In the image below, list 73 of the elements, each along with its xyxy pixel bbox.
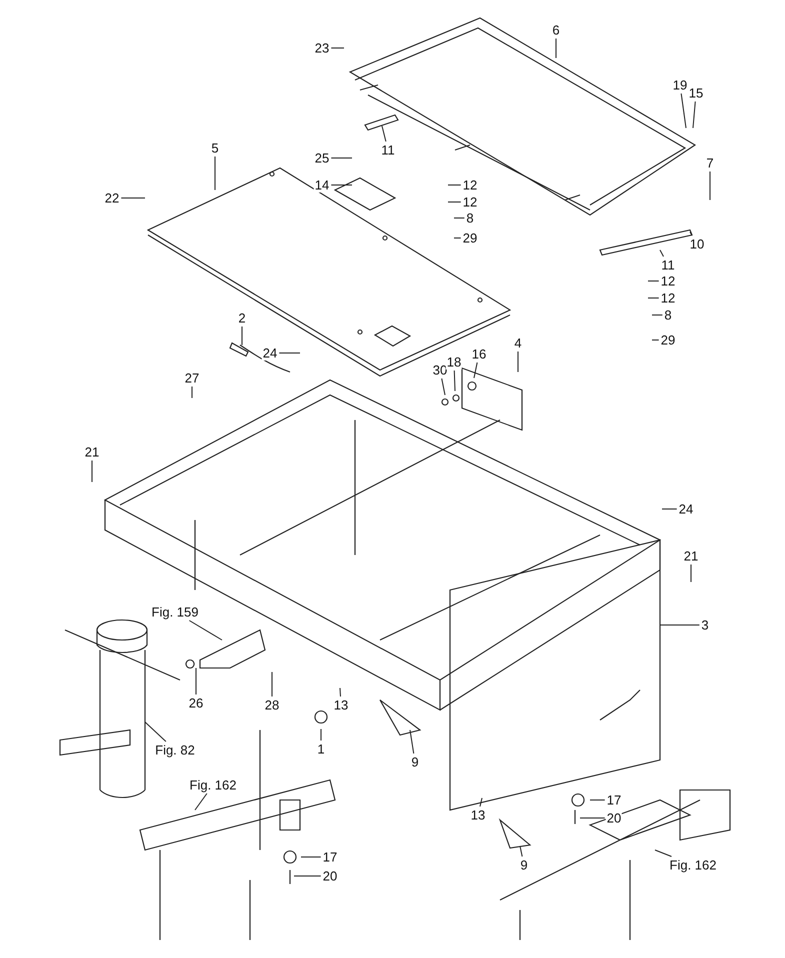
callout-number: 24 — [678, 502, 694, 516]
leader-line — [654, 850, 672, 857]
callout-number: 20 — [322, 868, 338, 884]
callout-number: Fig. 159 — [150, 604, 200, 620]
callout-number: 14 — [314, 178, 330, 192]
leader-line — [662, 508, 678, 510]
callout-number: 30 — [432, 362, 448, 378]
callout-number: 20 — [606, 810, 622, 826]
callout-number: 10 — [688, 236, 706, 252]
callout-number: 19 — [672, 78, 688, 92]
callout-number: 3 — [700, 618, 710, 632]
leader-line — [660, 624, 700, 626]
callout-number: 29 — [462, 230, 478, 246]
callout-number: 17 — [606, 792, 622, 808]
leader-line — [278, 352, 300, 354]
callout-number: 18 — [446, 354, 462, 370]
callout-number: 24 — [262, 346, 278, 360]
callout-number: 12 — [660, 274, 676, 288]
leader-line — [690, 564, 692, 582]
callout-number: 29 — [660, 332, 676, 348]
callout-number: 11 — [380, 142, 396, 158]
callout-number: 23 — [314, 40, 330, 56]
callout-number: 11 — [660, 258, 676, 272]
callout-number: Fig. 82 — [154, 742, 196, 758]
leader-line — [652, 314, 663, 316]
leader-line — [474, 362, 478, 378]
leader-line — [188, 620, 222, 640]
callout-number: 21 — [682, 548, 700, 564]
callout-number: 8 — [663, 308, 673, 322]
callout-number: 22 — [104, 190, 120, 206]
callout-number: Fig. 162 — [188, 778, 238, 792]
callout-number: 12 — [462, 194, 478, 210]
callout-number: 28 — [264, 698, 280, 712]
callout-number: Fig. 162 — [668, 858, 718, 872]
callout-number: 27 — [184, 370, 200, 386]
leader-line — [340, 688, 341, 697]
leader-line — [214, 156, 216, 190]
leader-line — [410, 730, 414, 754]
callout-number: 9 — [410, 754, 420, 770]
callout-number: 4 — [513, 336, 523, 350]
callout-number: 15 — [688, 86, 704, 100]
leader-line — [320, 728, 322, 741]
leader-line — [520, 846, 523, 857]
leader-line — [454, 370, 456, 392]
callout-number: 6 — [551, 22, 561, 38]
callout-number: 16 — [470, 346, 488, 362]
callout-number: 8 — [465, 210, 475, 226]
leader-line — [680, 93, 686, 128]
leader-line — [692, 101, 696, 128]
leader-line — [300, 856, 322, 858]
leader-line — [480, 798, 482, 807]
leader-line — [441, 378, 446, 396]
leader-line — [448, 184, 462, 186]
leader-line — [194, 793, 208, 810]
callout-number: 13 — [332, 698, 350, 712]
leader-line — [144, 722, 166, 742]
callout-number: 26 — [188, 696, 204, 710]
leader-line — [382, 126, 386, 142]
callout-number: 13 — [470, 808, 486, 822]
callout-number: 1 — [316, 742, 326, 756]
callout-number: 5 — [210, 140, 220, 156]
leader-line — [690, 232, 692, 236]
callout-number: 2 — [237, 310, 247, 326]
callout-number: 21 — [84, 444, 100, 460]
leader-line — [330, 184, 352, 186]
callout-number: 17 — [322, 850, 338, 864]
callout-number: 7 — [705, 156, 715, 170]
callout-number: 12 — [660, 290, 676, 306]
leader-line — [648, 280, 660, 282]
callout-number: 12 — [462, 178, 478, 192]
callout-number: 25 — [314, 150, 330, 166]
leader-line — [660, 250, 664, 257]
callout-number: 9 — [519, 858, 529, 872]
